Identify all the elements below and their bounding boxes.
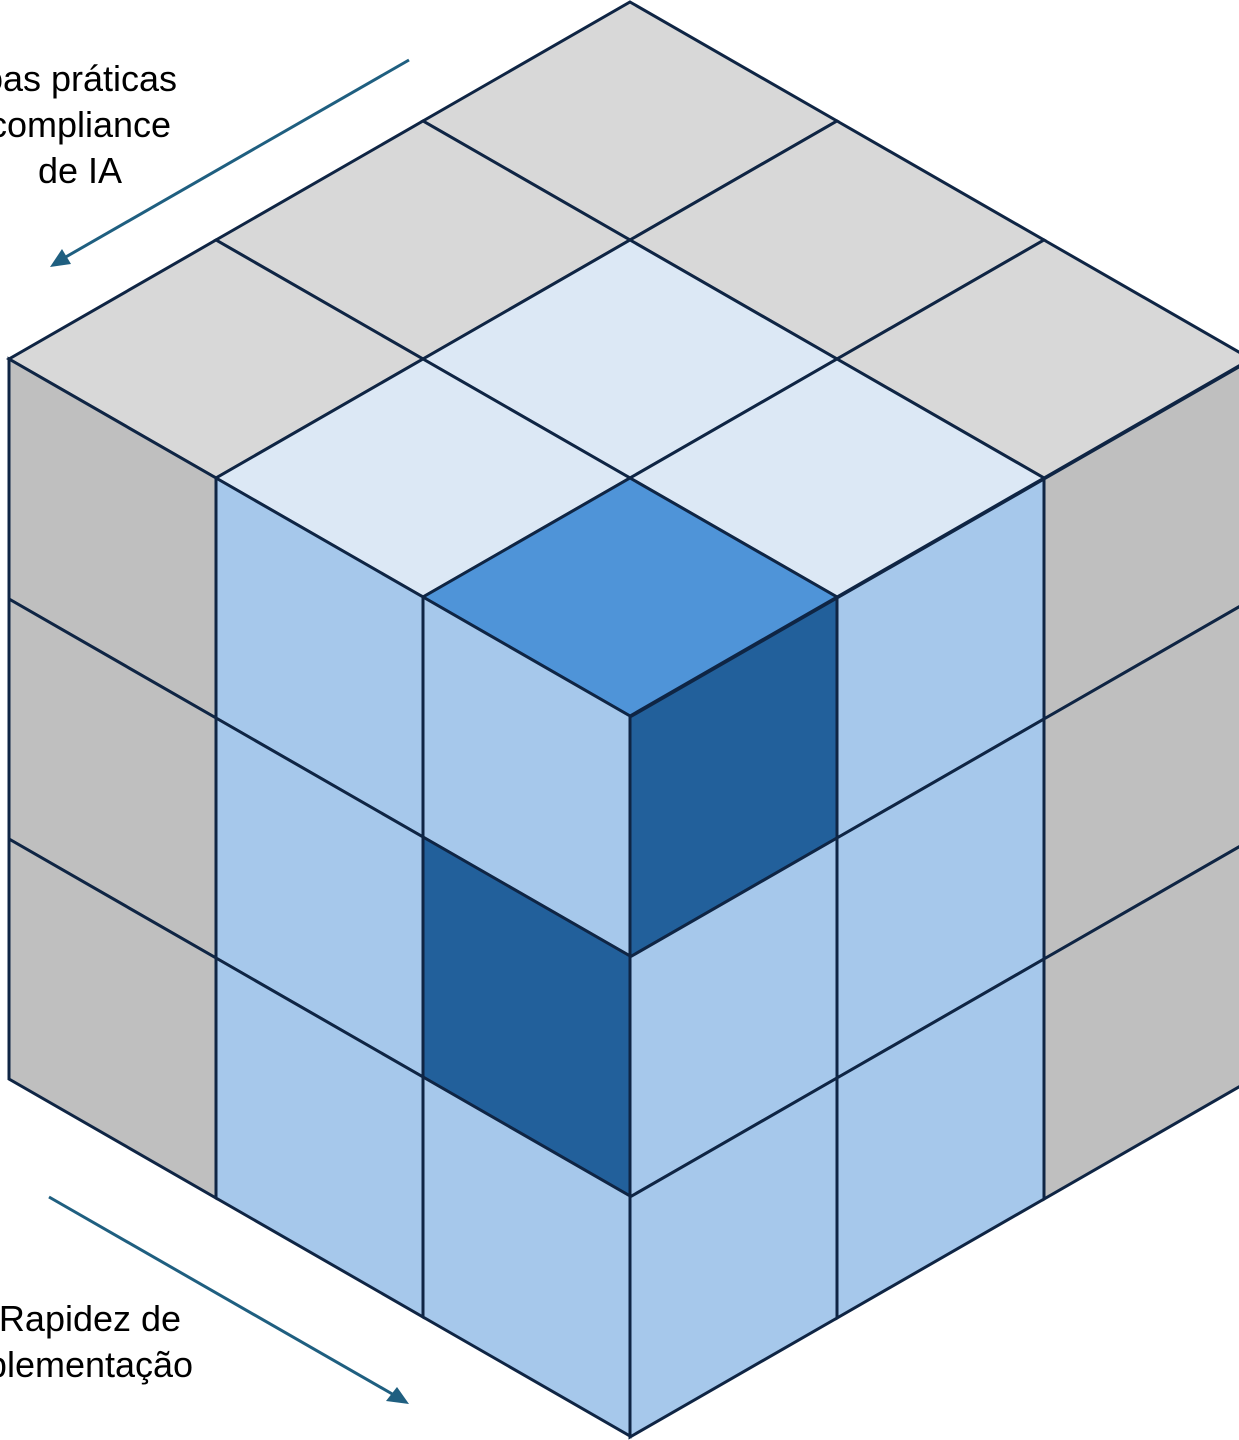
bottom-arrow xyxy=(48,1195,409,1404)
rubik-cube xyxy=(5,0,1239,1440)
bottom-axis-label-line-2: plementação xyxy=(0,1344,194,1385)
top-axis-label-line-1: oas práticas xyxy=(0,58,178,99)
top-arrow xyxy=(50,58,410,267)
top-arrow-line xyxy=(63,58,410,260)
right-face-cell xyxy=(1042,365,1239,722)
bottom-arrow-line xyxy=(48,1195,395,1397)
right-face-cell xyxy=(1042,605,1239,962)
top-axis-label-line-3: de IA xyxy=(37,150,123,191)
bottom-arrow-head xyxy=(386,1387,409,1404)
bottom-axis-label-line-1: Rapidez de xyxy=(0,1298,182,1339)
right-face-cell xyxy=(1042,845,1239,1202)
top-arrow-head xyxy=(50,249,71,267)
top-axis-label-line-2: compliance xyxy=(0,104,172,145)
bottom-axis-label: Rapidez de plementação xyxy=(0,1296,260,1388)
top-axis-label: oas práticas compliance de IA xyxy=(0,56,260,194)
